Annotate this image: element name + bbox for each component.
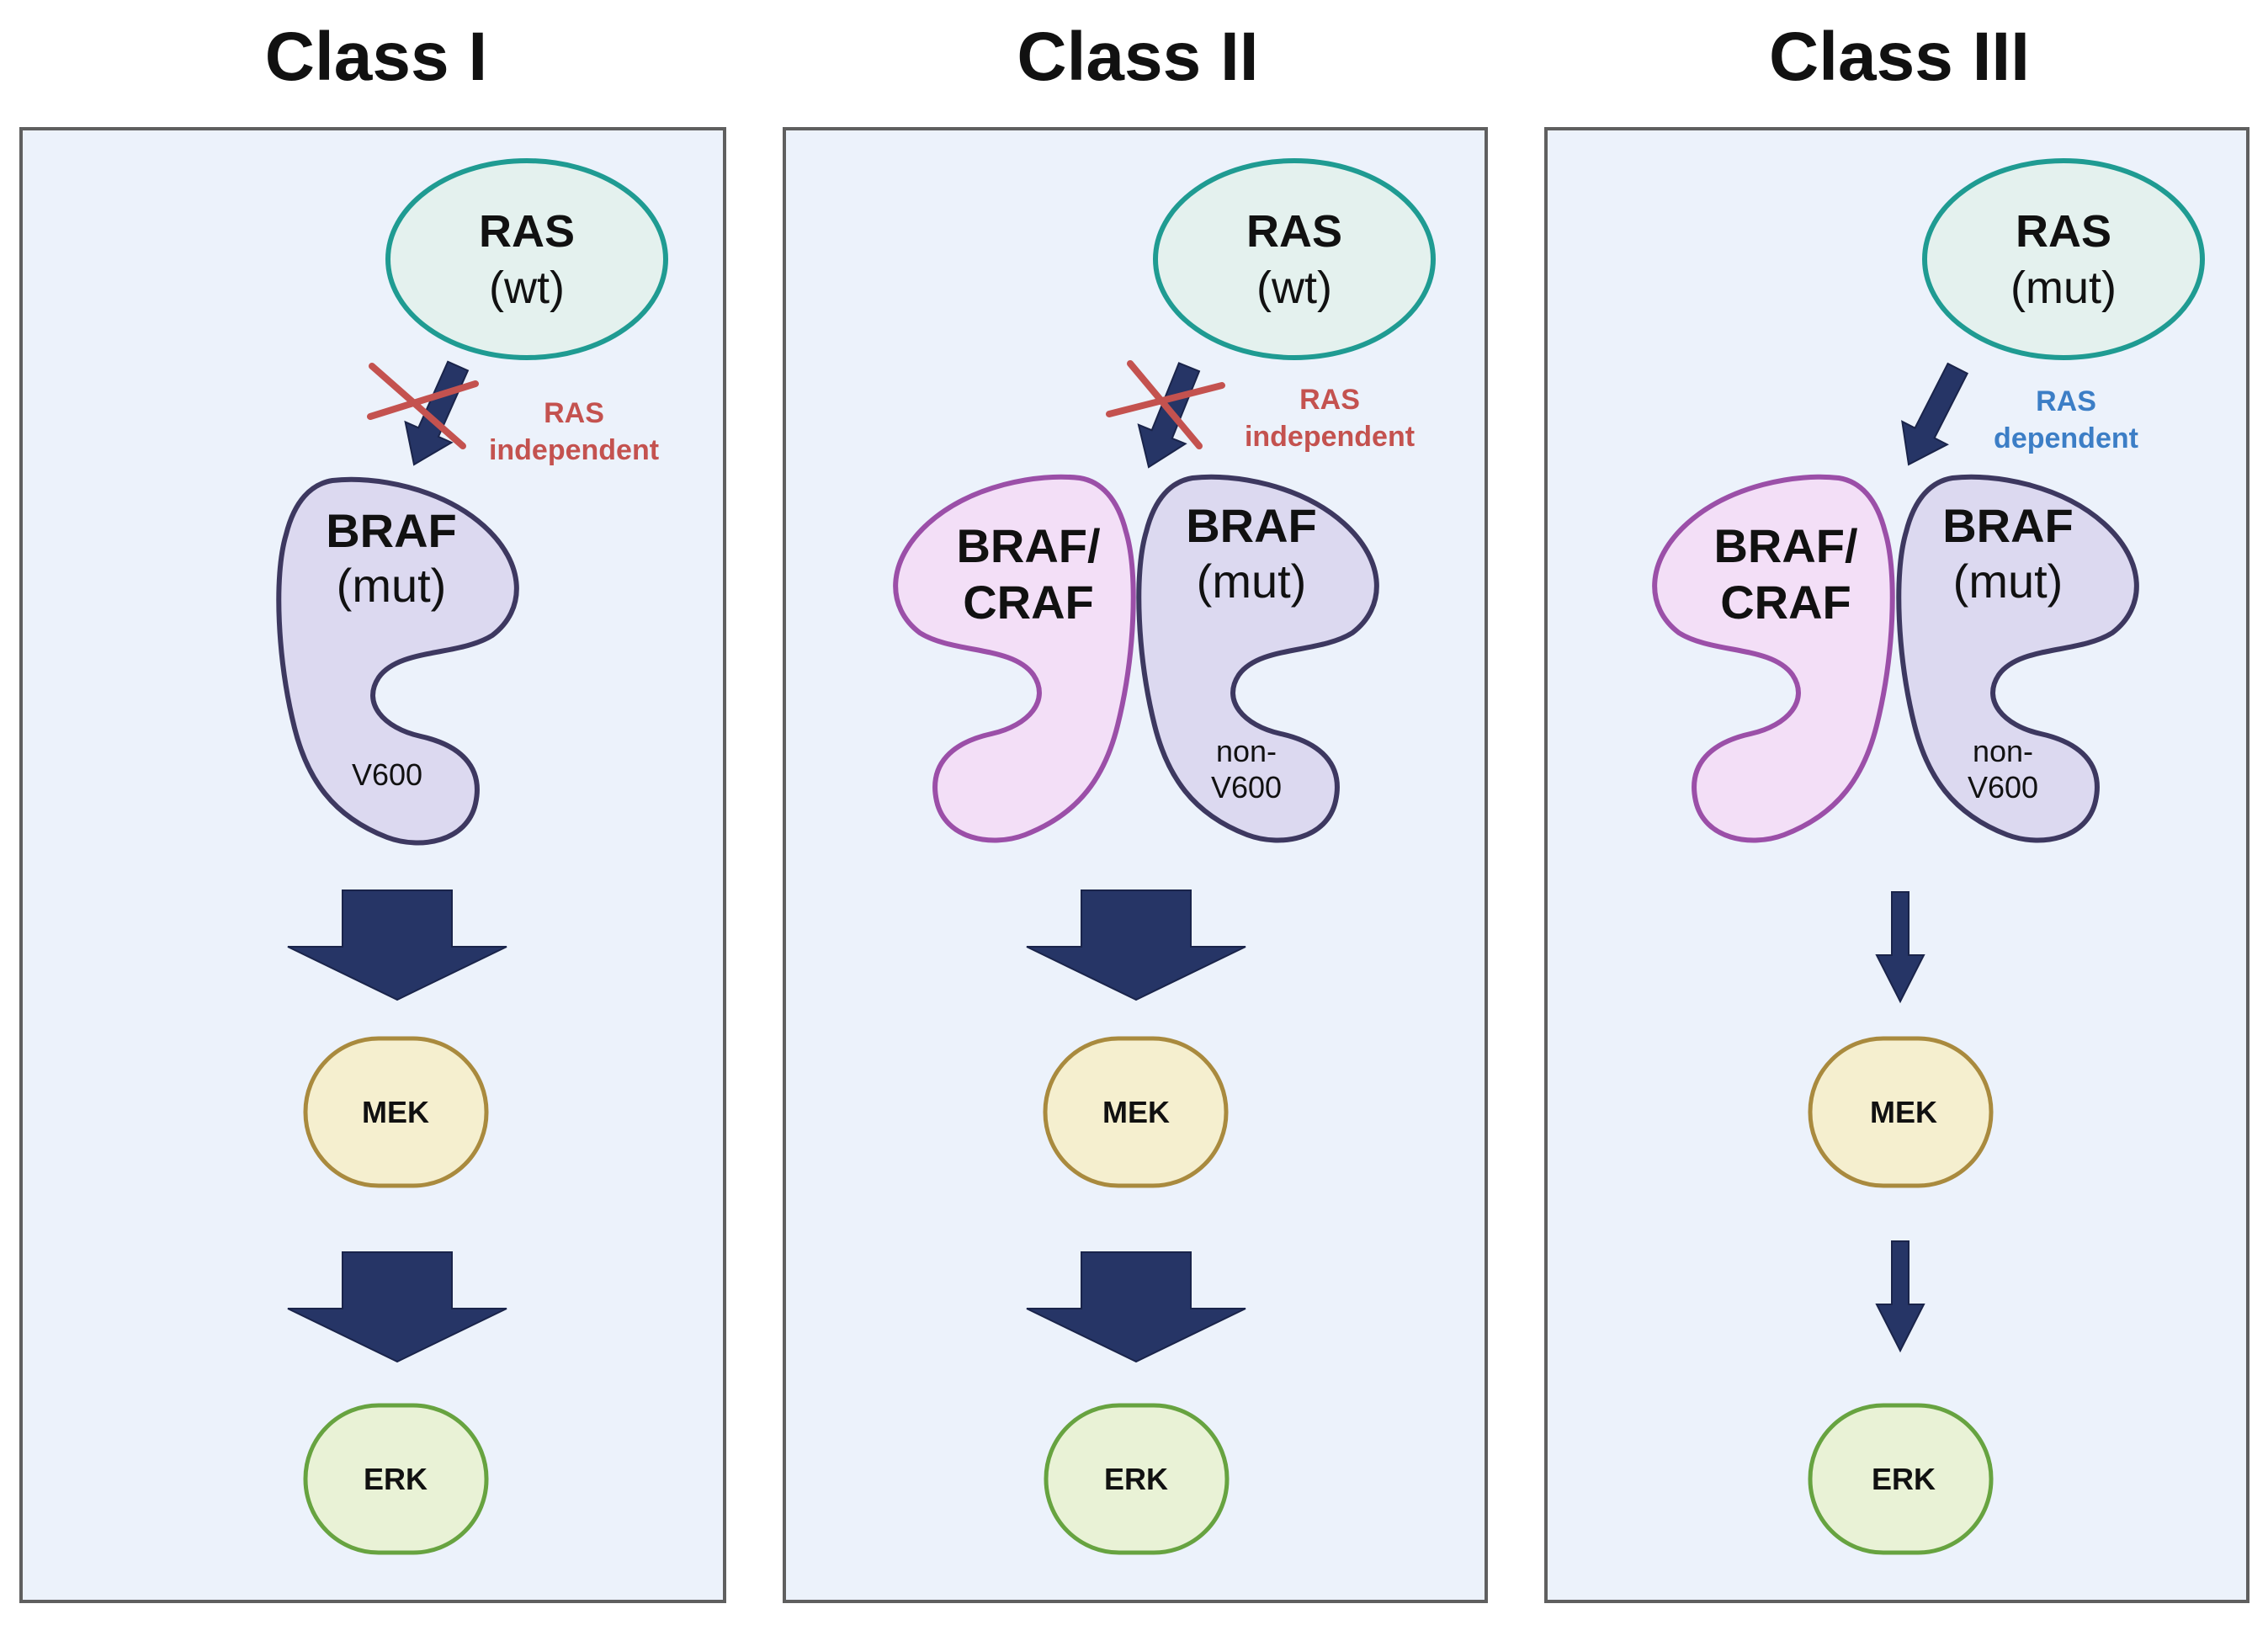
- braf-status: (mut): [337, 559, 447, 612]
- braf-mut-node: BRAF (mut) non- V600: [1139, 477, 1377, 841]
- mutation-label: non-: [1973, 734, 2033, 768]
- panel-title: Class I: [265, 19, 487, 95]
- erk-node: ERK: [1044, 1403, 1230, 1555]
- braf-status: (mut): [1953, 555, 2064, 608]
- erk-label: ERK: [1872, 1462, 1936, 1496]
- mek-node: MEK: [1808, 1036, 1994, 1188]
- ras-status: (mut): [2010, 263, 2117, 313]
- ras-to-braf-blocked-arrow: [367, 354, 482, 476]
- mek-node: MEK: [1043, 1036, 1229, 1188]
- panel-box: [19, 127, 726, 1603]
- ras-label: RAS: [479, 206, 575, 257]
- ras-node: RAS (wt): [1153, 158, 1436, 360]
- erk-label: ERK: [364, 1462, 428, 1496]
- partner-label: BRAF/: [956, 519, 1101, 572]
- panel-class-2: Class II RAS (wt) RAS independent BRAF/ …: [783, 19, 1488, 1603]
- erk-node: ERK: [1808, 1403, 1994, 1555]
- erk-node: ERK: [303, 1403, 489, 1555]
- ras-node: RAS (wt): [385, 158, 668, 360]
- panel-title: Class III: [1769, 19, 2030, 95]
- mutation-label: V600: [1968, 770, 2038, 805]
- braf-status: (mut): [1197, 555, 1307, 608]
- mutation-label: V600: [1211, 770, 1282, 805]
- mutation-label: non-: [1216, 734, 1277, 768]
- panel-box: [783, 127, 1488, 1603]
- ras-status: (wt): [1256, 263, 1332, 313]
- ras-dependency-label: RAS: [1299, 384, 1360, 416]
- panel-box: [1544, 127, 2249, 1603]
- panel-class-1: Class I RAS (wt) RAS independent BRAF (m…: [19, 19, 726, 1603]
- mek-label: MEK: [1102, 1095, 1170, 1129]
- braf-label: BRAF: [1186, 499, 1317, 552]
- braf-label: BRAF: [1942, 499, 2074, 552]
- mek-node: MEK: [303, 1036, 489, 1188]
- ras-dependency-label: independent: [1245, 421, 1415, 453]
- partner-label: CRAF: [963, 576, 1094, 629]
- erk-label: ERK: [1104, 1462, 1168, 1496]
- panel-title: Class II: [1017, 19, 1258, 95]
- ras-dependency-label: RAS: [2036, 385, 2096, 417]
- cross-icon: [1106, 360, 1225, 449]
- ras-to-braf-blocked-arrow: [1106, 357, 1225, 478]
- partner-label: CRAF: [1720, 576, 1851, 629]
- ras-status: (wt): [489, 263, 565, 313]
- braf-mut-node: BRAF (mut) V600: [279, 480, 517, 843]
- mek-label: MEK: [1870, 1095, 1937, 1129]
- partner-label: BRAF/: [1713, 519, 1858, 572]
- ras-dependency-label: independent: [489, 434, 659, 466]
- mutation-label: V600: [352, 757, 422, 792]
- panel-class-3: Class III RAS (mut) RAS dependent BRAF/ …: [1544, 19, 2249, 1603]
- mek-label: MEK: [362, 1095, 429, 1129]
- ras-node: RAS (mut): [1922, 158, 2205, 360]
- ras-dependency-label: dependent: [1994, 422, 2138, 454]
- ras-dependency-label: RAS: [544, 397, 604, 429]
- braf-label: BRAF: [326, 504, 457, 557]
- braf-mut-node: BRAF (mut) non- V600: [1899, 477, 2137, 841]
- cross-icon: [367, 363, 479, 449]
- ras-label: RAS: [1246, 206, 1342, 257]
- ras-label: RAS: [2016, 206, 2111, 257]
